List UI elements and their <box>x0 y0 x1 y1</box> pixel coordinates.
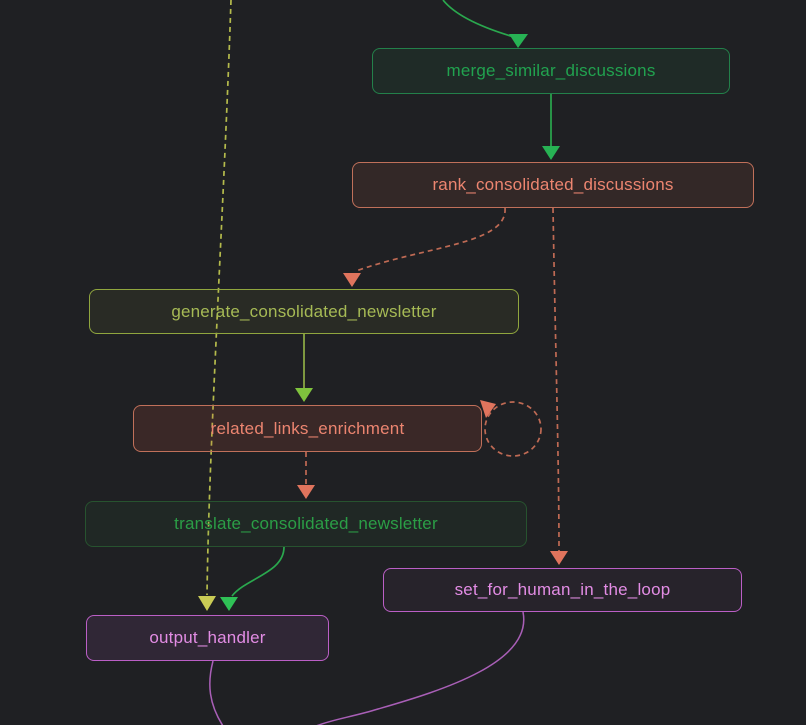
edge-related-self-loop <box>484 401 542 457</box>
node-label: merge_similar_discussions <box>446 61 656 80</box>
node-rank-consolidated-discussions[interactable]: rank_consolidated_discussions <box>352 162 754 208</box>
edge-set-to-end <box>316 611 525 725</box>
node-related-links-enrichment[interactable]: related_links_enrichment <box>133 405 482 452</box>
edge-output-to-end <box>209 660 224 725</box>
arrowhead-generate-to-related <box>295 388 313 402</box>
edge-start-to-merge <box>442 0 515 38</box>
arrowhead-related-to-translate <box>297 485 315 499</box>
node-label: set_for_human_in_the_loop <box>454 580 671 599</box>
node-output-handler[interactable]: output_handler <box>86 615 329 661</box>
node-label: related_links_enrichment <box>210 418 405 438</box>
node-label: generate_consolidated_newsletter <box>171 301 437 321</box>
edge-rank-to-generate <box>355 207 506 272</box>
node-label: output_handler <box>149 628 266 647</box>
node-label: translate_consolidated_newsletter <box>174 514 438 533</box>
node-translate-consolidated-newsletter[interactable]: translate_consolidated_newsletter <box>85 501 527 547</box>
node-merge-similar-discussions[interactable]: merge_similar_discussions <box>372 48 730 94</box>
edge-translate-to-output <box>231 546 285 597</box>
arrowhead-merge-to-rank <box>542 146 560 160</box>
node-label: rank_consolidated_discussions <box>432 175 674 194</box>
edge-rank-to-set <box>552 207 560 552</box>
arrowhead-rank-to-set <box>550 551 568 565</box>
arrowhead-rank-to-generate <box>343 273 361 287</box>
node-generate-consolidated-newsletter[interactable]: generate_consolidated_newsletter <box>89 289 519 334</box>
arrowhead-top-to-output <box>198 596 216 611</box>
arrowhead-start-to-merge <box>509 34 528 48</box>
arrowhead-translate-to-output <box>220 597 238 611</box>
arrowhead-related-self-loop <box>480 400 496 418</box>
edge-top-to-output <box>206 0 232 596</box>
node-set-for-human-in-the-loop[interactable]: set_for_human_in_the_loop <box>383 568 742 612</box>
